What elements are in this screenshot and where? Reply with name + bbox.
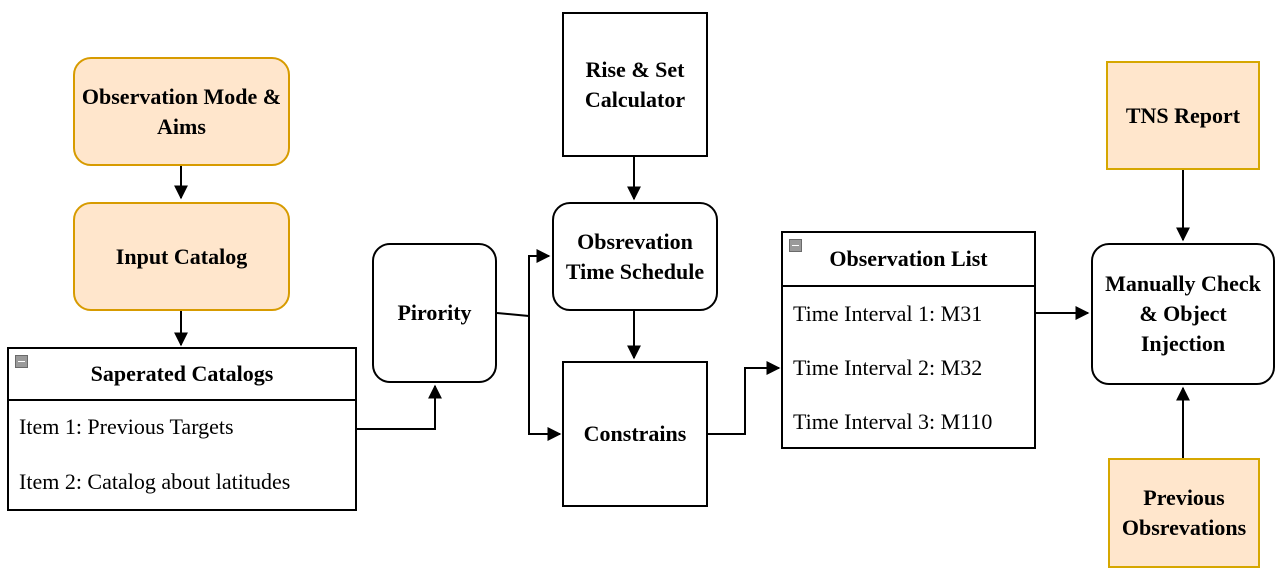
collapse-icon[interactable] <box>15 355 28 368</box>
list-item: Item 2: Catalog about latitudes <box>19 469 291 494</box>
observation-list: Observation List Time Interval 1: M31 Ti… <box>781 231 1036 449</box>
observation-list-header: Observation List <box>783 233 1034 287</box>
arrow-pirority-to-schedule <box>496 249 551 318</box>
list-item: Item 1: Previous Targets <box>19 414 234 439</box>
manual-check-node: Manually Check & Object Injection <box>1091 243 1275 385</box>
list-item: Time Interval 2: M32 <box>793 355 983 380</box>
pirority-label: Pirority <box>397 300 472 325</box>
time-schedule-node: Obsrevation Time Schedule <box>552 202 718 311</box>
input-catalog-node: Input Catalog <box>73 202 290 311</box>
arrow-pirority-to-constrains <box>528 316 562 441</box>
pirority-node: Pirority <box>372 243 497 383</box>
observation-mode-node: Observation Mode & Aims <box>73 57 290 166</box>
previous-observations-label: Previous Obsrevations <box>1121 485 1247 540</box>
collapse-icon[interactable] <box>789 239 802 252</box>
observation-list-title: Observation List <box>829 246 988 271</box>
manual-check-label: Manually Check & Object Injection <box>1105 271 1261 356</box>
observation-mode-label: Observation Mode & Aims <box>81 83 282 139</box>
constrains-node: Constrains <box>562 361 708 507</box>
constrains-label: Constrains <box>583 421 687 446</box>
list-item: Time Interval 3: M110 <box>793 409 993 434</box>
rise-set-calculator-node: Rise & Set Calculator <box>562 12 708 157</box>
saperated-catalogs-header: Saperated Catalogs <box>9 349 355 401</box>
saperated-catalogs-title: Saperated Catalogs <box>90 361 274 386</box>
previous-observations-node: Previous Obsrevations <box>1108 458 1260 568</box>
time-schedule-label: Obsrevation Time Schedule <box>565 228 705 284</box>
tns-report-node: TNS Report <box>1106 61 1260 170</box>
tns-report-label: TNS Report <box>1125 102 1241 128</box>
rise-set-label: Rise & Set Calculator <box>584 56 686 112</box>
saperated-catalogs-list: Saperated Catalogs Item 1: Previous Targ… <box>7 347 357 511</box>
list-item: Time Interval 1: M31 <box>793 301 983 326</box>
arrow-constrains-to-list <box>707 361 781 435</box>
input-catalog-label: Input Catalog <box>115 243 248 269</box>
arrow-catalogs-to-pirority <box>357 384 442 430</box>
